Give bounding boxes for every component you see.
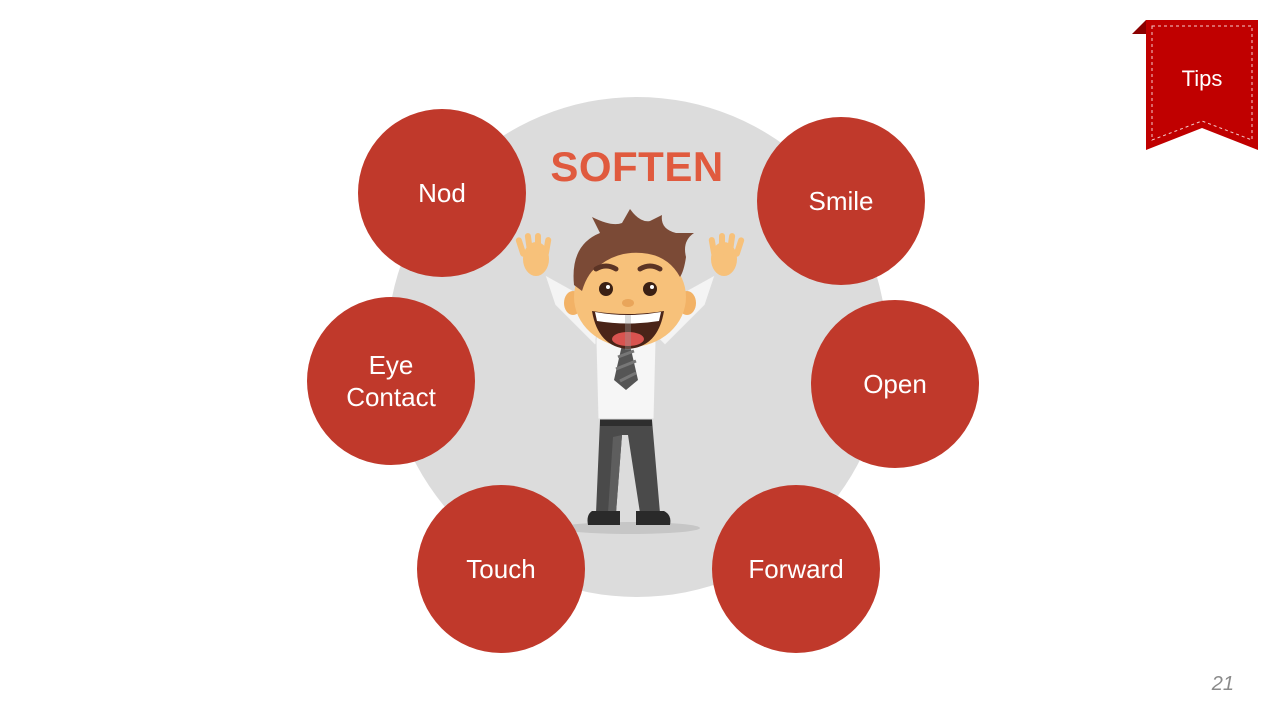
- page-number: 21: [1211, 673, 1234, 695]
- node-open[interactable]: Open: [811, 300, 979, 468]
- node-nod-label: Nod: [418, 178, 466, 208]
- node-eye-contact-label: Eye Contact: [346, 350, 436, 412]
- diagram-title: SOFTEN: [550, 143, 724, 190]
- node-touch[interactable]: Touch: [417, 485, 585, 653]
- tips-ribbon-icon: [1132, 20, 1258, 150]
- node-forward-label: Forward: [748, 554, 844, 584]
- node-smile[interactable]: Smile: [757, 117, 925, 285]
- node-touch-label: Touch: [466, 554, 536, 584]
- node-eye-contact[interactable]: Eye Contact: [307, 297, 475, 465]
- node-nod[interactable]: Nod: [358, 109, 526, 277]
- node-smile-label: Smile: [808, 186, 874, 216]
- node-forward[interactable]: Forward: [712, 485, 880, 653]
- tips-label: Tips: [1181, 66, 1223, 91]
- happy-businessman-illustration: [515, 209, 745, 534]
- node-open-label: Open: [863, 369, 927, 399]
